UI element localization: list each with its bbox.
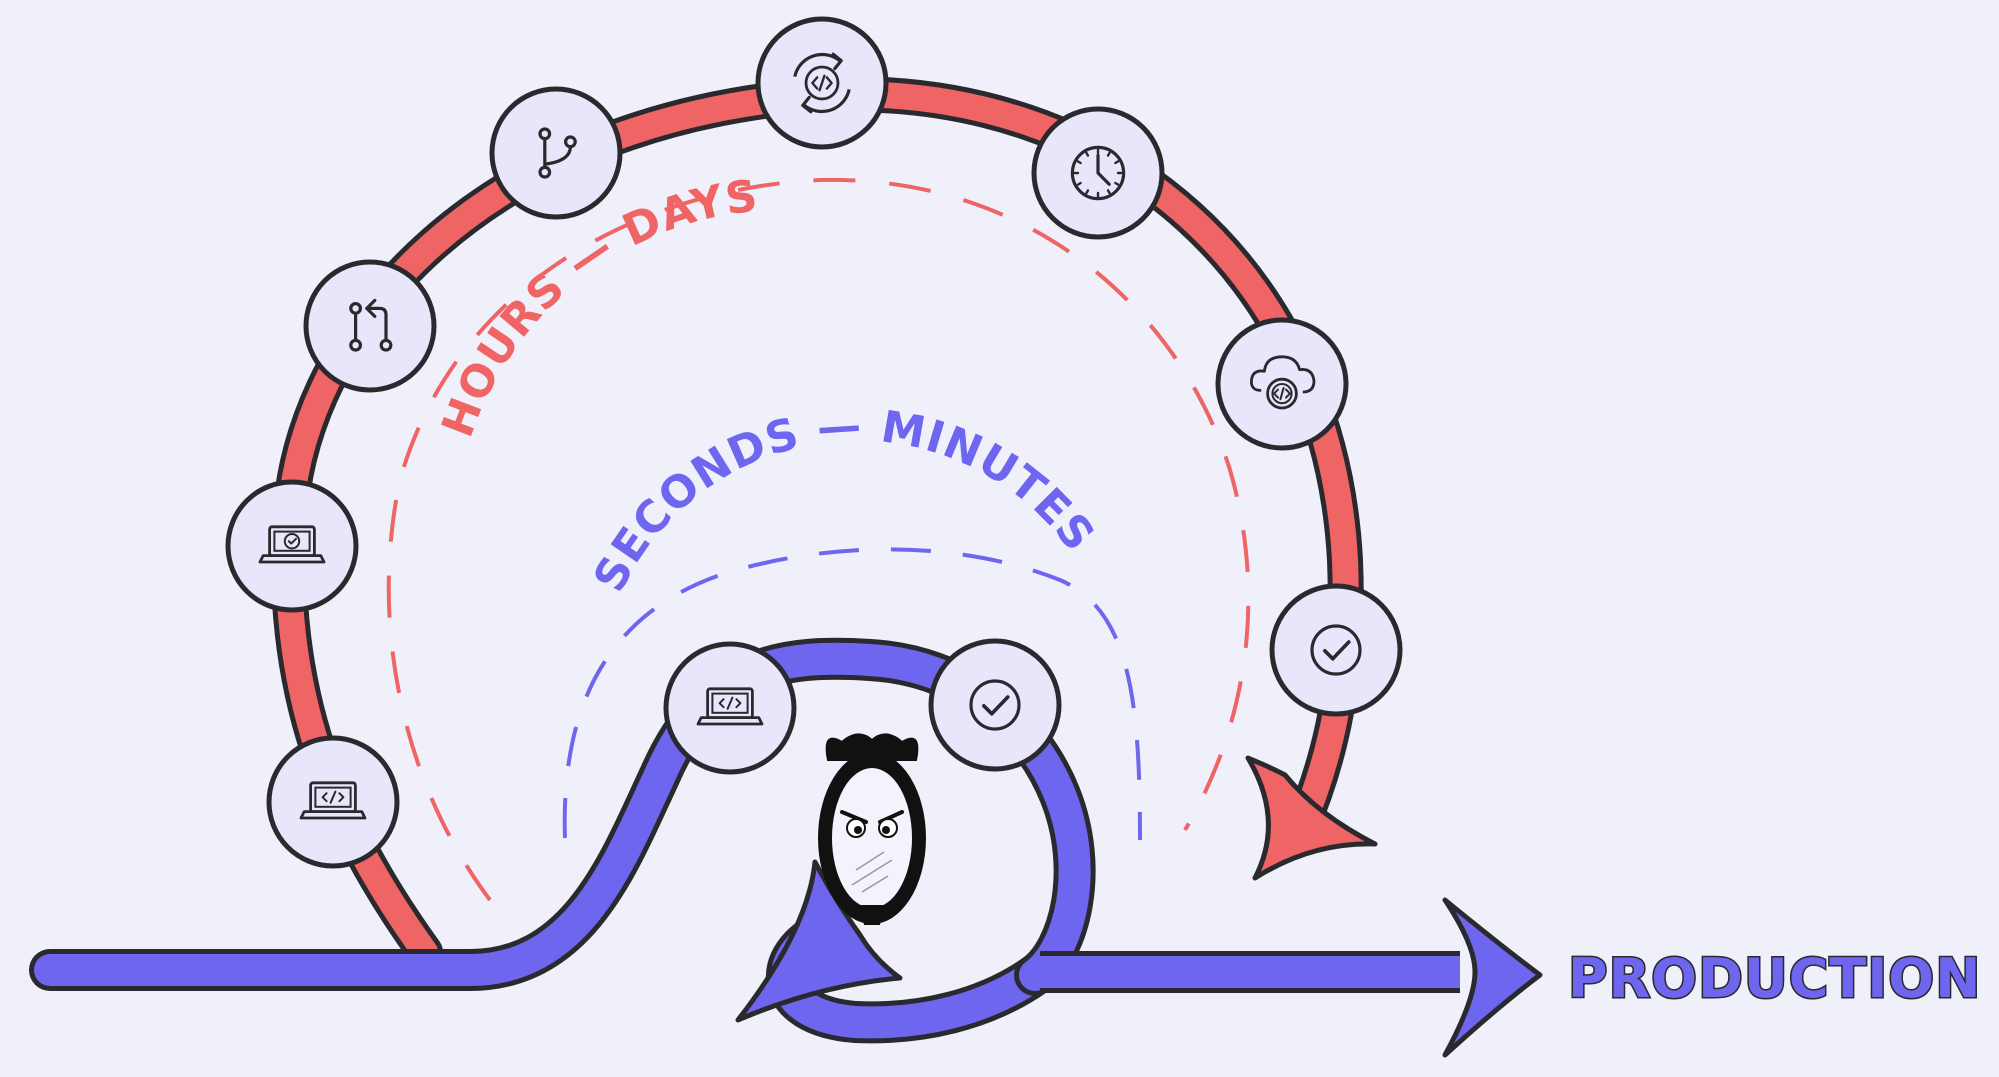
- slow-loop-step-5: [755, 16, 889, 150]
- slow-loop-step-1: [266, 735, 400, 869]
- production-arrowhead: [1442, 897, 1543, 1058]
- slow-loop-step-2: [225, 479, 359, 613]
- slow-loop-step-3: [303, 259, 437, 393]
- slow-loop-step-4: [489, 86, 623, 220]
- slow-loop-dashed-arc: [386, 177, 1251, 902]
- slow-loop-arrowhead: [1245, 755, 1378, 881]
- production-label: PRODUCTION: [1568, 947, 1981, 1010]
- slow-loop-step-6: [1031, 106, 1165, 240]
- fast-loop-arrowhead: [735, 859, 903, 1023]
- slow-loop-step-8: [1269, 583, 1403, 717]
- fast-loop-step-1: [663, 641, 797, 775]
- fast-loop-label: SECONDS — MINUTES: [584, 400, 1105, 600]
- fast-loop-dashed-arc: [562, 547, 1142, 841]
- slow-loop-step-7: [1215, 317, 1349, 451]
- angry-mirror-icon: [818, 733, 926, 925]
- fast-loop-step-2: [928, 638, 1062, 772]
